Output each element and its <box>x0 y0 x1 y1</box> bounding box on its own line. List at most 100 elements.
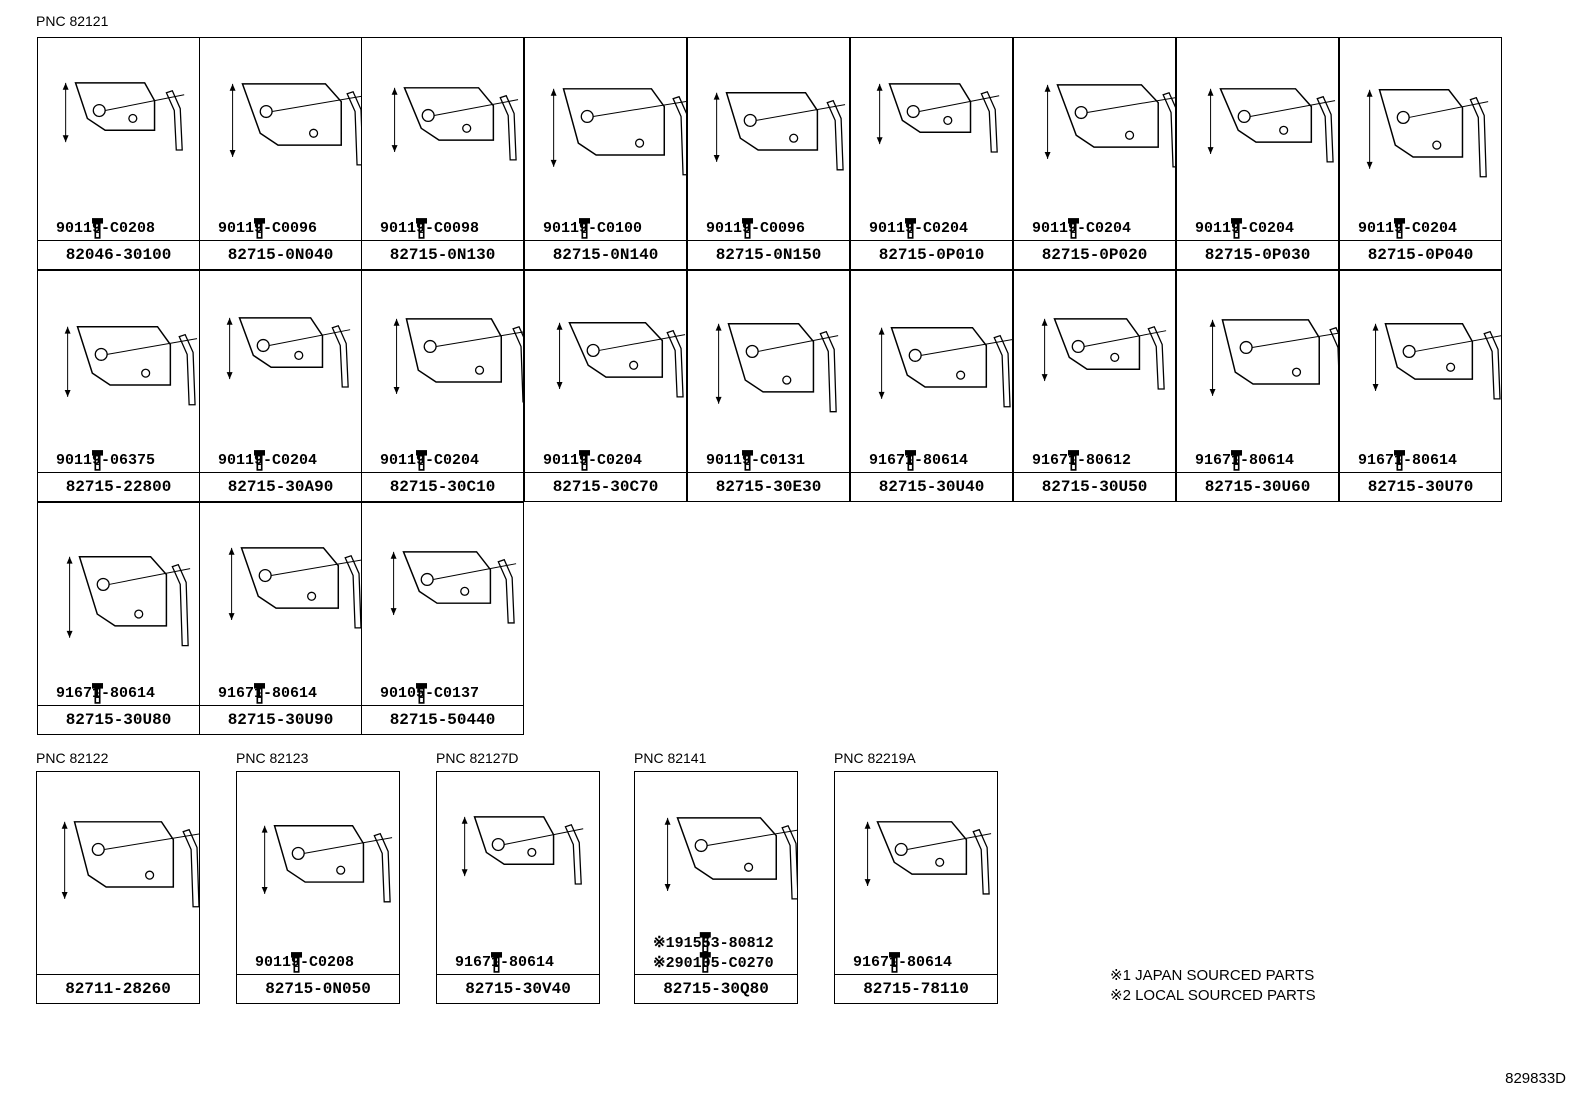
part-cell: 90119-C0096 82715-0N150 <box>687 37 850 270</box>
bolt-number: ※191553-80812 <box>653 934 774 952</box>
bolt-icon <box>1016 218 1080 239</box>
part-number: 82715-78110 <box>835 974 997 1003</box>
bolt-callout: 91671-80614 <box>439 951 554 973</box>
bolt-icon <box>40 450 104 471</box>
bolt-number: 90119-C0204 <box>1358 219 1458 237</box>
bolt-callout: 91671-80614 <box>1179 449 1294 471</box>
part-number: 82711-28260 <box>37 974 199 1003</box>
part-cell: 91671-80614 82715-30U90 <box>199 502 362 735</box>
pnc-label: PNC 82123 <box>236 750 309 766</box>
part-number: 82715-30C10 <box>362 472 523 501</box>
part-cell: ※191553-80812 ※290105-C0270 82715-30Q80 <box>634 771 798 1004</box>
bolt-number: 90119-C0208 <box>56 219 156 237</box>
bolt-number: 90105-C0137 <box>380 684 480 702</box>
bolt-callout: 91671-80612 <box>1016 449 1131 471</box>
part-number: 82715-0N050 <box>237 974 399 1003</box>
bolt-number: 90119-C0204 <box>380 451 480 469</box>
bolt-callout: 90119-06375 <box>40 449 155 471</box>
part-number: 82715-30U60 <box>1177 472 1338 501</box>
bolt-icon <box>853 218 917 239</box>
part-cell: 91671-80614 82715-30U40 <box>850 270 1013 502</box>
pnc-label: PNC 82122 <box>36 750 109 766</box>
bolt-callout: 90119-C0208 <box>239 951 354 973</box>
part-number: 82715-0N140 <box>525 240 686 269</box>
part-number: 82715-30U80 <box>38 705 199 734</box>
bolt-icon <box>40 218 104 239</box>
part-number: 82715-30U90 <box>200 705 361 734</box>
bolt-number: 91671-80614 <box>853 953 953 971</box>
bolt-number: 90119-C0204 <box>218 451 318 469</box>
bolt-icon <box>690 450 754 471</box>
bolt-number: 90119-C0204 <box>1032 219 1132 237</box>
bolt-number: 90119-C0204 <box>1195 219 1295 237</box>
bolt-icon <box>202 450 266 471</box>
bolt-number: 90119-C0208 <box>255 953 355 971</box>
bolt-icon <box>637 952 711 973</box>
bolt-icon <box>40 683 104 704</box>
bolt-callout: 91671-80614 <box>202 682 317 704</box>
bolt-number: 91671-80614 <box>869 451 969 469</box>
part-number: 82715-30Q80 <box>635 974 797 1003</box>
bolt-number: 90119-C0100 <box>543 219 643 237</box>
bolt-number: 90119-C0096 <box>218 219 318 237</box>
diagram-ref: 829833D <box>1505 1070 1566 1087</box>
bolt-icon <box>439 952 503 973</box>
bolt-number: 90119-C0096 <box>706 219 806 237</box>
bolt-icon <box>202 683 266 704</box>
bolt-icon <box>239 952 303 973</box>
part-cell: 90119-C0208 82715-0N050 <box>236 771 400 1004</box>
bolt-callout: 91671-80614 <box>40 682 155 704</box>
bolt-icon <box>1016 450 1080 471</box>
part-cell: 82711-28260 <box>36 771 200 1004</box>
part-number: 82715-0N130 <box>362 240 523 269</box>
bolt-callout: 90119-C0204 <box>1016 217 1131 239</box>
bolt-icon <box>364 218 428 239</box>
bolt-number: 90119-C0131 <box>706 451 806 469</box>
part-cell: 90119-C0204 82715-30C10 <box>361 270 524 502</box>
bolt-icon <box>202 218 266 239</box>
bolt-callout: 90119-C0096 <box>690 217 805 239</box>
part-number: 82715-0P030 <box>1177 240 1338 269</box>
bolt-callout: 90119-C0204 <box>853 217 968 239</box>
bolt-callout: 90119-C0204 <box>364 449 479 471</box>
part-number: 82715-0P010 <box>851 240 1012 269</box>
bolt-icon <box>1342 450 1406 471</box>
bolt-callout: 90119-C0131 <box>690 449 805 471</box>
part-number: 82715-30U40 <box>851 472 1012 501</box>
bolt-callout: 90105-C0137 <box>364 682 479 704</box>
footnote: ※1 JAPAN SOURCED PARTS <box>1110 967 1315 984</box>
bolt-icon <box>1179 450 1243 471</box>
bolt-callout: 90119-C0204 <box>202 449 317 471</box>
part-number: 82715-30U50 <box>1014 472 1175 501</box>
bolt-icon <box>527 218 591 239</box>
bolt-number: ※290105-C0270 <box>653 954 774 972</box>
part-cell: 90119-C0100 82715-0N140 <box>524 37 687 270</box>
pnc-label: PNC 82127D <box>436 750 519 766</box>
bolt-number: 91671-80614 <box>1358 451 1458 469</box>
bolt-number: 90119-06375 <box>56 451 156 469</box>
part-number: 82715-0N040 <box>200 240 361 269</box>
bolt-callout: 90119-C0204 <box>527 449 642 471</box>
bolt-icon <box>364 450 428 471</box>
bolt-callout: 90119-C0204 <box>1179 217 1294 239</box>
pnc-label: PNC 82219A <box>834 750 916 766</box>
bolt-icon <box>1179 218 1243 239</box>
bolt-icon <box>853 450 917 471</box>
bolt-icon <box>637 932 711 953</box>
bolt-icon <box>527 450 591 471</box>
part-number: 82715-0N150 <box>688 240 849 269</box>
bolt-number: 91671-80614 <box>218 684 318 702</box>
